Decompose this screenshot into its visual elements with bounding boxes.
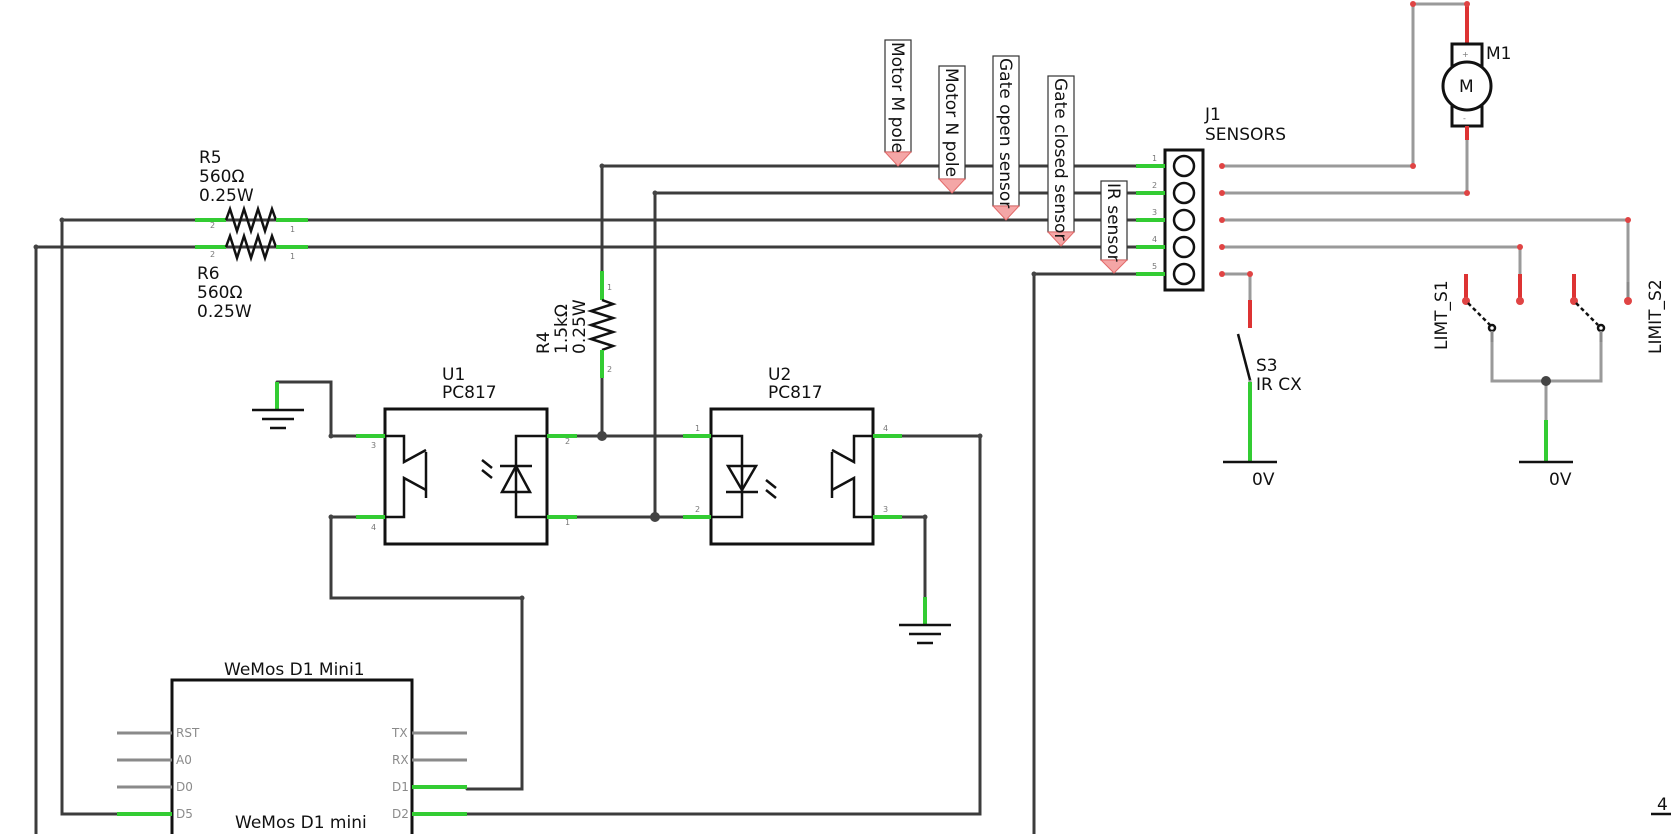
pin-number: 2 <box>695 505 700 514</box>
net-label-motor-n: Motor N pole <box>937 65 967 194</box>
pin-number: 2 <box>1152 181 1157 190</box>
r4-value: 1.5kΩ <box>552 304 572 354</box>
pin-number: 2 <box>210 221 215 230</box>
m1-name: M1 <box>1486 44 1511 64</box>
limit-ground: 0V <box>1517 217 1631 490</box>
wemos-title: WeMos D1 Mini1 <box>224 660 365 680</box>
pin-rst: RST <box>176 726 200 740</box>
pin-number: 2 <box>210 250 215 259</box>
wemos-d1-mini: WeMos D1 Mini1 WeMos D1 mini RST A0 D0 D… <box>117 660 467 834</box>
net-label-text: Gate closed sensor <box>1050 78 1070 240</box>
u2-part: PC817 <box>768 383 823 403</box>
pin-a0: A0 <box>176 753 192 767</box>
connector-j1: J1 SENSORS 1 2 3 4 5 <box>1136 105 1286 292</box>
pin-number: 2 <box>565 437 570 446</box>
zero-v-label: 0V <box>1549 470 1572 490</box>
zero-v-label: 0V <box>1252 470 1275 490</box>
pin-number: 5 <box>1152 262 1157 271</box>
net-label-motor-m: Motor M pole <box>883 39 913 167</box>
motor-m1: M + - M1 <box>1410 1 1511 196</box>
pin-number: 2 <box>607 365 612 374</box>
r4-power: 0.25W <box>570 299 590 354</box>
motor-symbol: M <box>1459 77 1474 97</box>
pin-tx: TX <box>391 726 408 740</box>
resistor-r6: 2 1 R6 560Ω 0.25W <box>195 231 308 322</box>
pin-number: 3 <box>1152 208 1157 217</box>
pin-number: 3 <box>371 441 376 450</box>
motor-minus: - <box>1463 114 1466 123</box>
pin-number: 1 <box>607 283 612 292</box>
net-label-text: IR sensor <box>1103 183 1123 262</box>
resistor-r5: 2 1 R5 560Ω 0.25W <box>195 148 308 236</box>
pin-number: 1 <box>290 252 295 261</box>
pin-number: 1 <box>565 518 570 527</box>
wemos-subtitle: WeMos D1 mini <box>235 813 367 833</box>
limit-s2-label: LIMIT_S2 <box>1646 279 1666 354</box>
switch-s3: S3 IR CX 0V <box>1223 271 1302 490</box>
r5-name: R5 <box>199 148 222 168</box>
u2-name: U2 <box>768 365 791 385</box>
j1-name: J1 <box>1204 105 1221 125</box>
limit-s1-label: LIMT_S1 <box>1432 280 1452 350</box>
net-label-text: Motor M pole <box>887 42 907 153</box>
net-label-text: Gate open sensor <box>995 58 1015 208</box>
r5-value: 560Ω <box>199 167 244 187</box>
net-label-gate-open: Gate open sensor <box>991 55 1021 221</box>
motor-plus: + <box>1462 50 1469 59</box>
resistor-r4: 1 2 R4 1.5kΩ 0.25W <box>534 271 618 378</box>
corner-text: 4 <box>1657 795 1668 815</box>
u1-part: PC817 <box>442 383 497 403</box>
s3-part: IR CX <box>1256 375 1302 395</box>
pin-d1: D1 <box>392 780 409 794</box>
r5-power: 0.25W <box>199 186 254 206</box>
pin-number: 4 <box>371 523 376 532</box>
r6-value: 560Ω <box>197 283 242 303</box>
pin-rx: RX <box>392 753 409 767</box>
ground-u1 <box>252 382 304 430</box>
optocoupler-u1: U1 PC817 3 4 2 1 <box>356 365 577 546</box>
net-label-gate-closed: Gate closed sensor <box>1046 75 1076 247</box>
pin-d0: D0 <box>176 780 193 794</box>
optocoupler-u2: U2 PC817 1 2 4 3 <box>683 365 902 546</box>
pin-number: 1 <box>1152 154 1157 163</box>
r4-name: R4 <box>534 331 554 354</box>
limit-switch-s1: LIMT_S1 <box>1432 274 1524 350</box>
pin-number: 4 <box>883 424 888 433</box>
limit-switch-s2: LIMIT_S2 <box>1570 274 1666 354</box>
net-label-ir: IR sensor <box>1099 180 1129 274</box>
pin-number: 3 <box>883 505 888 514</box>
pin-number: 1 <box>290 225 295 234</box>
s3-name: S3 <box>1256 356 1278 376</box>
pin-d2: D2 <box>392 807 409 821</box>
ground-u2 <box>899 597 951 645</box>
j1-part: SENSORS <box>1205 125 1286 145</box>
pin-number: 1 <box>695 424 700 433</box>
pin-number: 4 <box>1152 235 1157 244</box>
r6-power: 0.25W <box>197 302 252 322</box>
net-label-text: Motor N pole <box>941 68 961 177</box>
r6-name: R6 <box>197 264 220 284</box>
junction-dots <box>33 163 1037 601</box>
u1-name: U1 <box>442 365 465 385</box>
sensor-wires <box>1220 2 1630 422</box>
pin-d5: D5 <box>176 807 193 821</box>
